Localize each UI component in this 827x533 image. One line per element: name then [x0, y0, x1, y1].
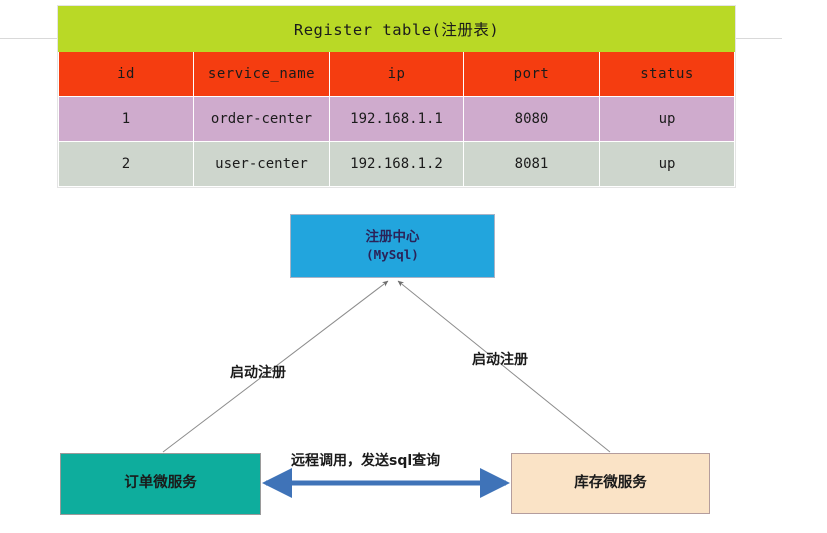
column-header-service-name: service_name [193, 51, 330, 97]
node-stock-service-label: 库存微服务 [574, 474, 647, 491]
cell-port: 8080 [463, 96, 600, 142]
node-order-service-label: 订单微服务 [124, 475, 197, 492]
node-stock-service[interactable]: 库存微服务 [511, 453, 710, 514]
edge-label-rpc: 远程调用，发送sql查询 [291, 453, 441, 469]
cell-service-name: order-center [193, 96, 330, 142]
cell-port: 8081 [463, 141, 600, 187]
cell-id: 1 [58, 96, 194, 142]
edge-label-order-register: 启动注册 [230, 365, 286, 381]
cell-ip: 192.168.1.2 [329, 141, 464, 187]
column-header-ip: ip [329, 51, 464, 97]
node-registry[interactable]: 注册中心 (MySql) [290, 214, 495, 278]
cell-ip: 192.168.1.1 [329, 96, 464, 142]
node-order-service[interactable]: 订单微服务 [60, 453, 261, 515]
node-registry-title: 注册中心 [365, 229, 420, 245]
edge-label-stock-register: 启动注册 [472, 352, 528, 368]
cell-status: up [598, 141, 736, 187]
column-header-status: status [598, 51, 736, 97]
cell-service-name: user-center [193, 141, 330, 187]
column-header-port: port [463, 51, 600, 97]
cell-id: 2 [58, 141, 194, 187]
table-row: 2 user-center 192.168.1.2 8081 up [58, 141, 736, 187]
table-header-row: id service_name ip port status [58, 51, 736, 97]
cell-status: up [598, 96, 736, 142]
column-header-id: id [58, 51, 194, 97]
guide-line-left [0, 38, 58, 39]
guide-line-right [734, 38, 782, 39]
register-table: Register table(注册表) id service_name ip p… [57, 6, 736, 187]
table-row: 1 order-center 192.168.1.1 8080 up [58, 96, 736, 142]
table-title-row: Register table(注册表) [57, 6, 736, 52]
node-registry-subtitle: (MySql) [366, 246, 419, 262]
table-title: Register table(注册表) [57, 6, 736, 52]
